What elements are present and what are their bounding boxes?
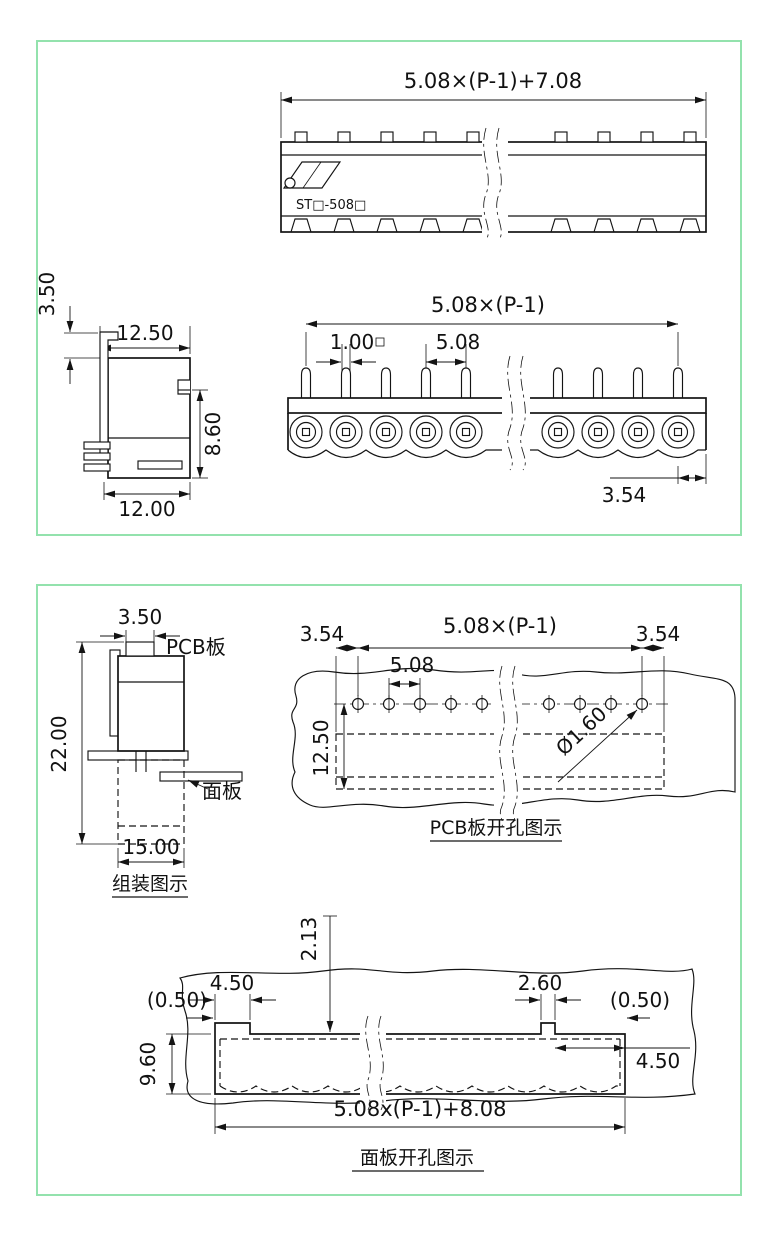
pin xyxy=(340,367,352,399)
pin xyxy=(380,367,392,399)
front-panel xyxy=(159,771,243,782)
dim-top-width-label: 12.50 xyxy=(116,321,173,345)
pcb-caption: PCB板开孔图示 xyxy=(430,817,563,839)
terminal xyxy=(661,415,695,449)
dim-pin-size-label: 1.00 xyxy=(330,330,375,354)
drill-hole xyxy=(635,694,649,714)
drill-hole xyxy=(573,694,587,714)
dim-total-width-label: 5.08x(P-1)+8.08 xyxy=(333,1097,506,1121)
dim-inset-label: 2.13 xyxy=(297,917,321,962)
pin xyxy=(466,131,480,143)
drill-hole xyxy=(351,694,365,714)
dim-tab-height-label: 3.50 xyxy=(38,272,59,317)
dim-right-offset-label: 3.54 xyxy=(636,622,681,646)
assembly-view: 3.50 PCB板 22.00 面板 15.00 组装图示 xyxy=(47,605,243,898)
assembly-caption: 组装图示 xyxy=(112,873,188,895)
terminal xyxy=(621,415,655,449)
pcb-outline xyxy=(291,667,736,809)
sheet-2: 3.50 PCB板 22.00 面板 15.00 组装图示 5.08×(P-1) xyxy=(36,584,742,1196)
pin xyxy=(337,131,351,143)
pin xyxy=(592,367,604,399)
part-label: ST□-508□ xyxy=(296,198,366,213)
dim-notch-label: 2.60 xyxy=(518,971,563,995)
pin xyxy=(420,367,432,399)
side-view: 3.50 12.50 8.60 12.00 xyxy=(38,272,225,521)
terminal xyxy=(329,415,363,449)
break-line xyxy=(360,1014,386,1111)
connector-body xyxy=(107,357,191,479)
dim-body-height-label: 8.60 xyxy=(201,412,225,457)
brand-logo xyxy=(282,161,342,189)
cutout-outline xyxy=(214,1022,626,1095)
pin xyxy=(672,367,684,399)
footprint-outline xyxy=(335,733,665,790)
pin xyxy=(460,367,472,399)
pin xyxy=(552,367,564,399)
pin xyxy=(380,131,394,143)
break-line xyxy=(494,658,522,827)
break-line xyxy=(502,354,530,471)
drill-hole xyxy=(413,694,427,714)
dim-pitch-label: 5.08 xyxy=(436,330,481,354)
sheet1-drawing: 5.08×(P-1)+7.08 ST□-508□ xyxy=(38,69,707,521)
connector-body xyxy=(117,655,185,752)
terminal xyxy=(449,415,483,449)
panel-cutout-view: 2.13 4.50 (0.50) 2.60 (0.50) 9.60 4.50 xyxy=(136,915,697,1172)
dim-gap-left-label: (0.50) xyxy=(147,988,207,1012)
pin xyxy=(294,131,308,143)
drill-hole xyxy=(604,694,618,714)
pcb-board xyxy=(87,750,189,761)
terminal xyxy=(581,415,615,449)
dim-opening-height-label: 9.60 xyxy=(136,1042,160,1087)
square-symbol xyxy=(375,337,385,347)
sheet-1: 5.08×(P-1)+7.08 ST□-508□ xyxy=(36,40,742,536)
panel-outline xyxy=(179,968,697,1105)
drill-hole xyxy=(475,694,489,714)
drill-hole xyxy=(382,694,396,714)
dim-bottom-width-label: 12.00 xyxy=(118,497,175,521)
terminal xyxy=(409,415,443,449)
dim-left-offset-label: 3.54 xyxy=(300,622,345,646)
dim-pitch-label: 5.08 xyxy=(390,653,435,677)
dim-tab-left-label: 4.50 xyxy=(210,971,255,995)
pin xyxy=(554,131,568,143)
top-view: 5.08×(P-1)+7.08 ST□-508□ xyxy=(280,69,707,241)
pin xyxy=(597,131,611,143)
dim-end-offset-label: 3.54 xyxy=(602,483,647,507)
dim-total-length-label: 5.08×(P-1)+7.08 xyxy=(404,69,582,93)
dim-span-label: 5.08×(P-1) xyxy=(431,293,545,317)
pin xyxy=(423,131,437,143)
panel-label: 面板 xyxy=(202,779,242,803)
dim-row-depth-label: 12.50 xyxy=(309,719,333,776)
dim-clamp-width-label: 3.50 xyxy=(118,605,163,629)
pcb-label: PCB板 xyxy=(166,635,226,659)
dim-tab-right-label: 4.50 xyxy=(636,1049,681,1073)
pcb-hole-view: 5.08×(P-1) 3.54 3.54 5.08 12.50 Ø1.60 xyxy=(291,614,736,842)
drill-hole xyxy=(542,694,556,714)
hidden-plug-outline xyxy=(117,759,185,845)
front-view: 5.08×(P-1) 5.08 1.00 xyxy=(287,293,707,507)
sheet2-drawing: 3.50 PCB板 22.00 面板 15.00 组装图示 5.08×(P-1) xyxy=(47,605,736,1172)
drill-hole xyxy=(444,694,458,714)
terminal xyxy=(369,415,403,449)
terminal xyxy=(289,415,323,449)
pin xyxy=(632,367,644,399)
break-line xyxy=(482,126,508,241)
dim-hole-dia-label: Ø1.60 xyxy=(551,702,611,761)
dim-span-label: 5.08×(P-1) xyxy=(443,614,557,638)
dim-gap-right-label: (0.50) xyxy=(610,988,670,1012)
terminal xyxy=(541,415,575,449)
pin xyxy=(640,131,654,143)
dim-total-height-label: 22.00 xyxy=(47,715,71,772)
pin xyxy=(300,367,312,399)
panel-caption: 面板开孔图示 xyxy=(360,1147,474,1169)
dim-body-width-label: 15.00 xyxy=(122,835,179,859)
pin xyxy=(683,131,697,143)
